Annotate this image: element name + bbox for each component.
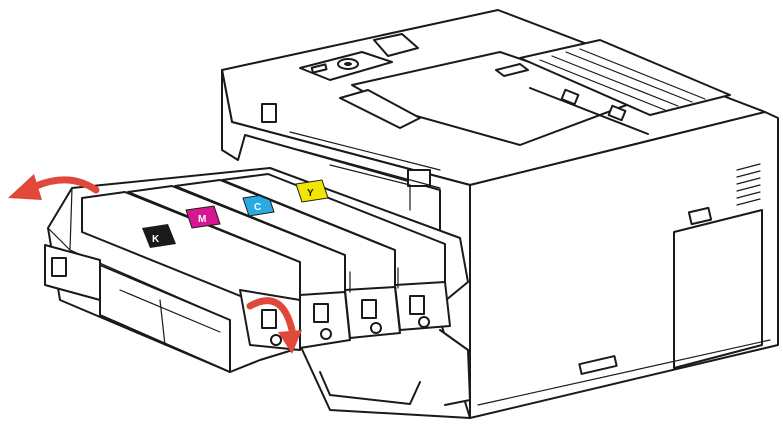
pull-down-arrow <box>246 297 302 354</box>
interior-latch-right <box>407 169 431 187</box>
pull-down-arrowhead <box>278 330 302 354</box>
toner-label-magenta <box>185 205 221 229</box>
top-right-edge <box>469 111 766 186</box>
output-tray-flap <box>339 89 421 129</box>
rotate-out-arrow <box>8 174 100 200</box>
control-button-center <box>344 62 352 66</box>
cartridge-end-caps <box>239 267 451 351</box>
toner-letter-black: K <box>152 234 160 245</box>
interior-latch-left <box>261 103 277 123</box>
toner-label-yellow <box>295 179 329 203</box>
interior-opening <box>261 103 441 211</box>
toner-letter-magenta: M <box>198 214 206 225</box>
rotate-out-arrowhead <box>8 174 42 200</box>
toner-label-black <box>142 224 176 248</box>
roller-right <box>607 104 627 122</box>
drawer-handle-grip <box>51 257 67 277</box>
base-line <box>477 339 771 406</box>
toner-drawer: K M C Y <box>44 167 469 373</box>
side-panel-latch <box>687 206 713 226</box>
paper-stop-tab <box>373 33 419 57</box>
toner-letter-yellow: Y <box>307 188 314 199</box>
tray-small-tab <box>495 63 529 77</box>
door-hinge-arm <box>439 329 471 406</box>
rear-roller-area <box>519 39 731 135</box>
side-access-panel <box>673 209 763 369</box>
base-foot <box>578 355 618 375</box>
control-display <box>310 63 328 74</box>
drawer-handle-edge <box>47 227 71 251</box>
drawer-base <box>99 264 231 373</box>
toner-letter-cyan: C <box>254 202 261 213</box>
front-door-handle <box>319 371 421 405</box>
toner-cartridge-yellow: Y <box>221 173 446 291</box>
roller-left <box>560 88 580 106</box>
side-vents <box>736 163 761 206</box>
